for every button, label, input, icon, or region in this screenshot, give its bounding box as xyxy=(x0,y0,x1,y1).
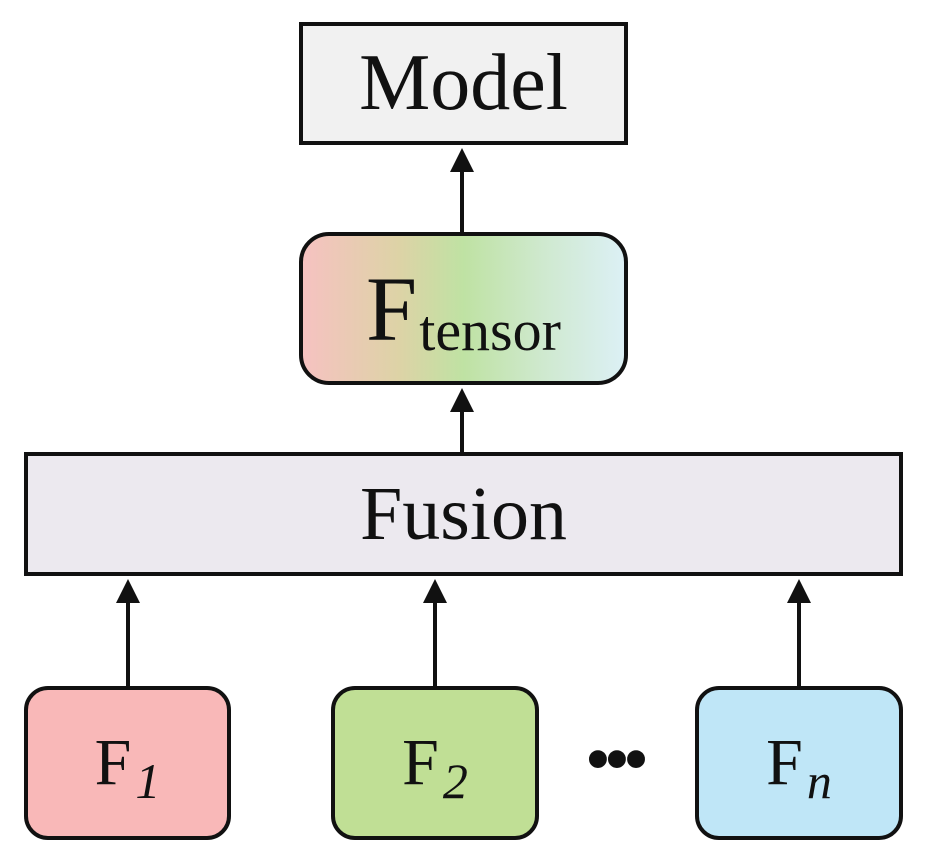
feature-2-subscript: 2 xyxy=(442,753,468,809)
tensor-subscript: tensor xyxy=(419,297,561,363)
fusion-node: Fusion xyxy=(24,452,903,576)
feature-1-subscript: 1 xyxy=(135,753,161,809)
feature-n-subscript: n xyxy=(806,753,832,809)
ellipsis: ••• xyxy=(586,723,647,796)
model-node: Model xyxy=(299,22,628,145)
feature-1-label: F xyxy=(94,726,132,799)
model-label: Model xyxy=(359,39,568,127)
tensor-label: F xyxy=(366,257,418,360)
feature-n-label: F xyxy=(766,726,803,799)
fusion-label: Fusion xyxy=(360,471,567,556)
feature-2-label: F xyxy=(402,726,439,799)
